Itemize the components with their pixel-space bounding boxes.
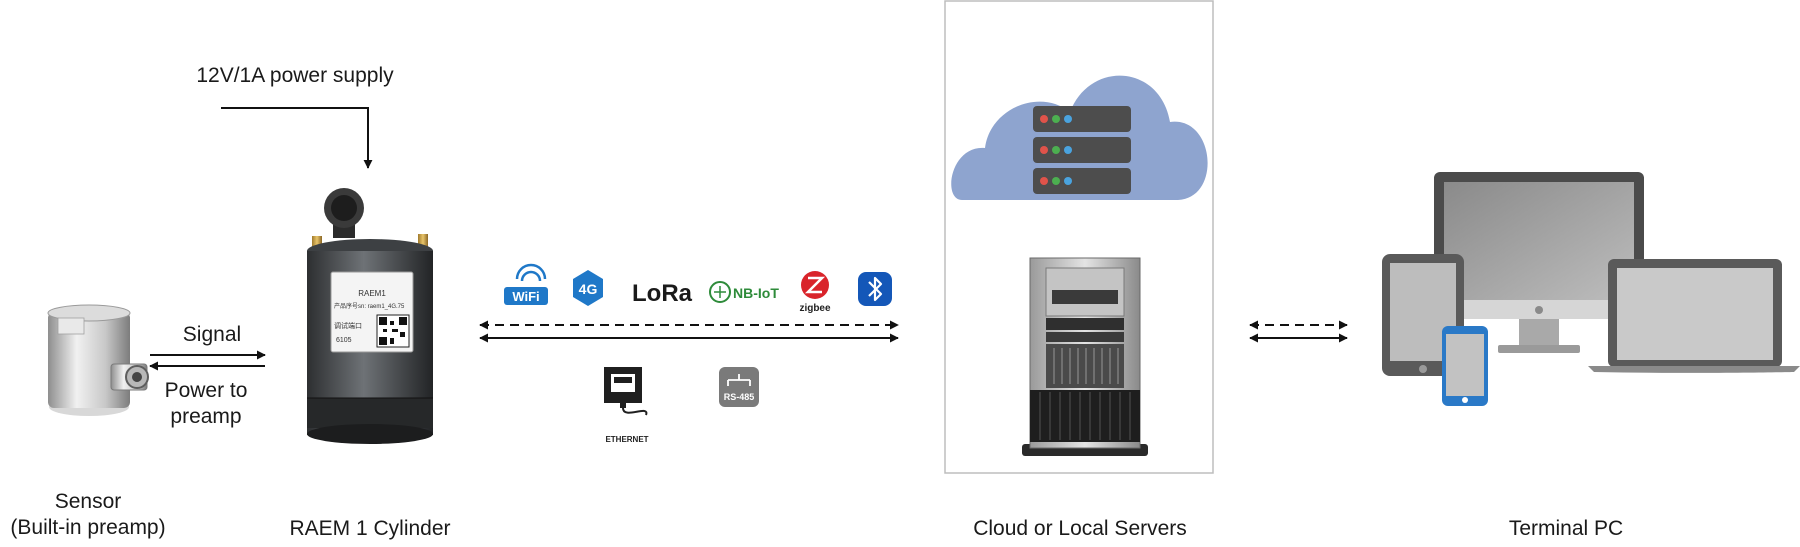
ethernet-label: ETHERNET	[605, 435, 648, 444]
wifi-icon: WiFi	[504, 263, 548, 305]
power-to-preamp-label: Power to preamp	[164, 379, 248, 428]
zigbee-icon: zigbee	[799, 271, 831, 314]
4g-label: 4G	[579, 281, 598, 297]
sticker-line1: 产品序号sn: raem1_4G.75	[334, 302, 405, 310]
cloud-servers-label: Cloud or Local Servers	[973, 517, 1187, 540]
qr-code-icon	[376, 314, 410, 348]
raem-cylinder-label: RAEM 1 Cylinder	[289, 517, 451, 540]
lora-icon: LoRa	[632, 280, 693, 307]
raem-device-icon: RAEM1 产品序号sn: raem1_4G.75 调试端口 6105	[307, 188, 433, 444]
4g-icon: 4G	[573, 270, 603, 306]
power-supply-label: 12V/1A power supply	[196, 64, 394, 87]
sensor-icon	[47, 304, 149, 416]
sticker-title: RAEM1	[358, 289, 386, 298]
wifi-label: WiFi	[512, 289, 539, 304]
signal-label: Signal	[182, 323, 242, 346]
rs485-label: RS-485	[724, 392, 755, 402]
phone-icon	[1442, 326, 1488, 406]
lora-label: LoRa	[632, 280, 693, 307]
terminal-pc-label: Terminal PC	[1508, 517, 1624, 540]
tower-server-icon	[1022, 257, 1148, 456]
monitor-icon	[1434, 172, 1644, 353]
sensor-label: Sensor (Built-in preamp)	[10, 490, 166, 539]
power-supply-arrow	[221, 107, 373, 169]
zigbee-label: zigbee	[799, 303, 831, 314]
nbiot-label: NB-IoT	[733, 285, 779, 301]
rs485-icon: RS-485	[719, 367, 759, 407]
server-rack-icon	[1033, 106, 1131, 194]
laptop-icon	[1588, 259, 1800, 373]
sticker-line3: 6105	[336, 337, 352, 344]
bluetooth-icon	[858, 272, 892, 306]
ethernet-icon: ETHERNET	[604, 367, 649, 444]
nbiot-icon: NB-IoT	[709, 281, 779, 303]
sticker-line2: 调试端口	[334, 321, 362, 330]
